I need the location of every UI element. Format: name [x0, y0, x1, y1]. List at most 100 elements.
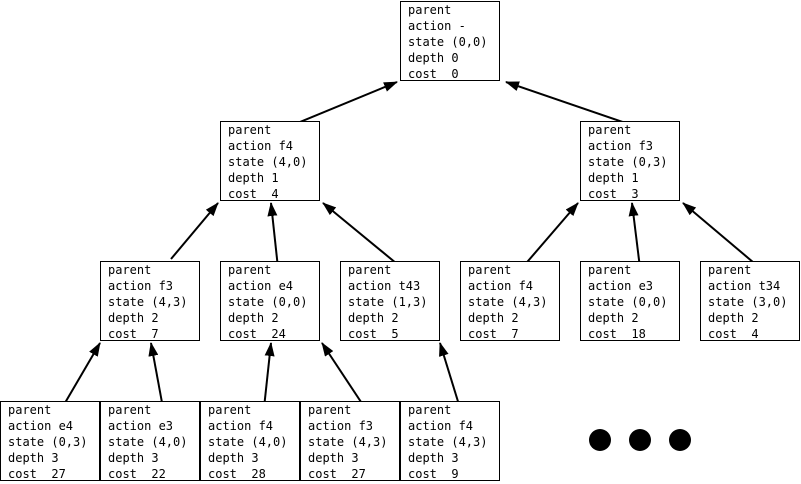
node-parent-label-label: parent [348, 263, 392, 277]
node-cost-label: cost [408, 467, 437, 481]
edge-arrow [61, 342, 101, 409]
node-depth-label: depth [708, 311, 745, 325]
node-depth-value: 1 [271, 171, 279, 185]
node-state-row: state(1,3) [348, 294, 439, 310]
node-parent-label-label: parent [408, 3, 452, 17]
node-cost-value: 7 [511, 327, 519, 341]
node-action-value: - [458, 19, 466, 33]
node-depth-value: 2 [511, 311, 519, 325]
node-depth-label: depth [408, 451, 445, 465]
node-action-label: action [408, 19, 452, 33]
node-state-label: state [228, 295, 265, 309]
node-parent-label-row: parent [588, 122, 679, 138]
edge-arrow [267, 202, 279, 269]
node-depth-label: depth [408, 51, 445, 65]
node-action-label: action [108, 419, 152, 433]
node-cost-value: 4 [271, 187, 279, 201]
node-action-value: e4 [278, 279, 294, 293]
node-parent-label-row: parent [8, 402, 99, 418]
node-state-row: state(4,0) [208, 434, 299, 450]
node-action-label: action [588, 139, 632, 153]
node-parent-label-row: parent [348, 262, 439, 278]
node-state-value: (0,0) [631, 295, 668, 309]
node-state-row: state (0,0) [588, 294, 679, 310]
node-state-value: (0,0) [451, 35, 488, 49]
node-depth-label: depth [108, 311, 145, 325]
node-action-value: e4 [58, 419, 74, 433]
node-action-row: action- [408, 18, 499, 34]
node-parent-label-row: parent [108, 402, 199, 418]
node-parent-label-label: parent [208, 403, 252, 417]
node-state-value: (0,0) [271, 295, 308, 309]
node-action-label: action [108, 279, 152, 293]
ellipsis-dot [589, 429, 611, 451]
node-depth-label: depth [588, 311, 625, 325]
node-depth-value: 1 [631, 171, 639, 185]
node-action-value: f4 [258, 419, 274, 433]
node-cost-label: cost [588, 327, 617, 341]
node-state-label: state [408, 435, 445, 449]
node-state-label: state [468, 295, 505, 309]
node-cost-value: 5 [391, 327, 399, 341]
node-depth-label: depth [308, 451, 345, 465]
node-parent-label-label: parent [228, 123, 272, 137]
node-state-row: state(0,3) [588, 154, 679, 170]
node-parent-label-row: parent [468, 262, 559, 278]
node-cost-label: cost [308, 467, 337, 481]
node-action-label: action [228, 139, 272, 153]
node-cost-label: cost [208, 467, 237, 481]
node-action-value: e3 [638, 279, 654, 293]
node-cost-label: cost [468, 327, 497, 341]
node-state-label: state [588, 295, 625, 309]
node-depth-value: 3 [151, 451, 159, 465]
node-state-value: (4,0) [151, 435, 188, 449]
node-state-value: (1,3) [391, 295, 428, 309]
node-cost-value: 22 [151, 467, 166, 481]
edge-arrow [521, 202, 579, 269]
node-state-row: state(0,3) [8, 434, 99, 450]
node-action-row: action f4 [208, 418, 299, 434]
node-depth-value: 2 [271, 311, 279, 325]
node-parent-label-label: parent [708, 263, 752, 277]
node-state-row: state(4,0) [108, 434, 199, 450]
node-parent-label-row: parent [408, 402, 499, 418]
node-parent-label-row: parent [308, 402, 399, 418]
node-action-value: t34 [758, 279, 781, 293]
node-cost-label: cost [108, 327, 137, 341]
node-parent-label-label: parent [8, 403, 52, 417]
node-cost-label: cost [708, 327, 737, 341]
node-depth-value: 2 [631, 311, 639, 325]
node-state-label: state [308, 435, 345, 449]
node-depth-value: 3 [51, 451, 59, 465]
node-action-label: action [208, 419, 252, 433]
node-state-row: state (0,0) [408, 34, 499, 50]
node-parent-label-row: parent [228, 122, 319, 138]
node-state-label: state [408, 35, 445, 49]
ellipsis-dot [629, 429, 651, 451]
node-action-value: f4 [518, 279, 534, 293]
node-action-label: action [348, 279, 392, 293]
node-state-value: (4,3) [351, 435, 388, 449]
edge-arrow [321, 342, 366, 409]
node-state-label: state [8, 435, 45, 449]
node-cost-value: 4 [751, 327, 759, 341]
